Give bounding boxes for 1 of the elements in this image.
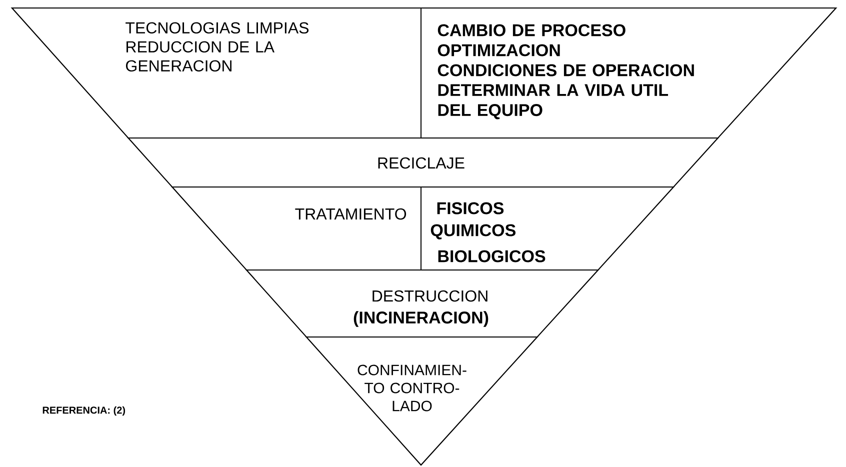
reference-note: REFERENCIA: (2) xyxy=(42,406,126,416)
